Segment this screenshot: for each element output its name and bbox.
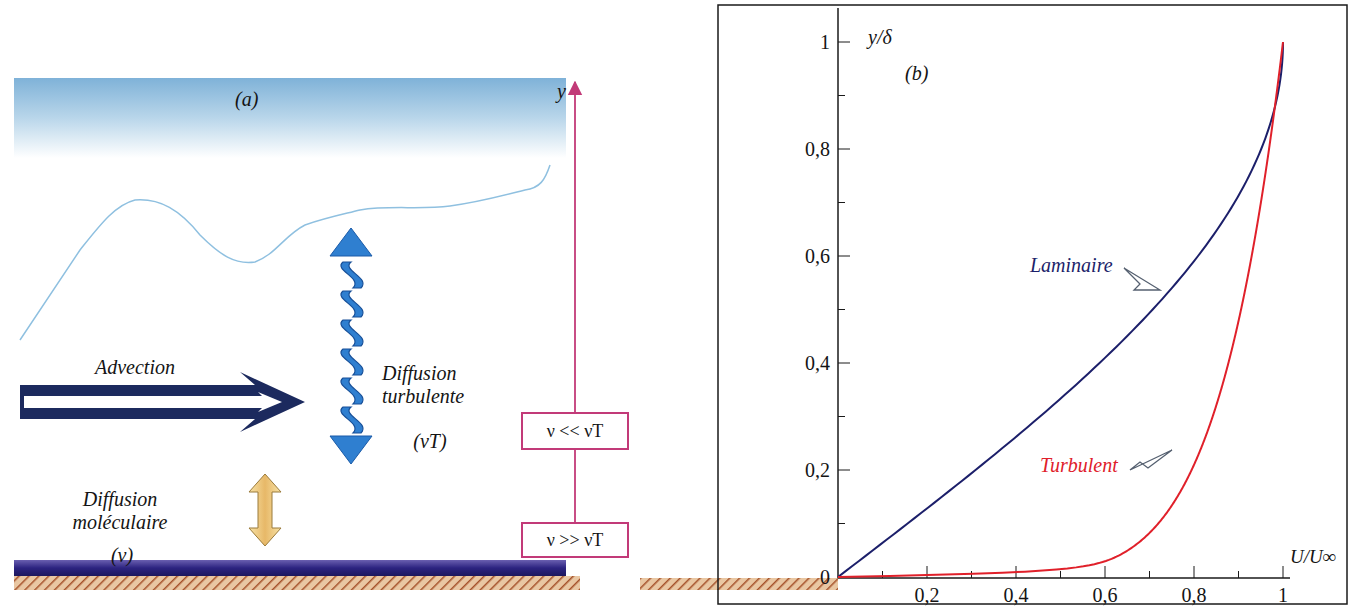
tick — [838, 470, 850, 471]
tick — [838, 42, 850, 43]
figure-label: (ν) — [111, 544, 133, 567]
turbulent-arrow-head — [330, 228, 372, 256]
figure-label: 0,8 — [805, 138, 830, 161]
regime-box: ν >> νT — [521, 522, 629, 558]
y-axis-arrow — [574, 82, 576, 412]
tick — [1149, 571, 1150, 578]
tick — [1283, 566, 1284, 578]
turbulent-eddy — [341, 262, 363, 288]
tick — [838, 149, 850, 150]
tick — [1238, 571, 1239, 578]
turbulent-eddy — [341, 378, 363, 404]
figure-label: 1 — [1278, 584, 1288, 607]
figure-label: Diffusion moléculaire — [57, 488, 183, 534]
figure-label: Advection — [95, 356, 175, 379]
tick — [1194, 566, 1195, 578]
figure-label: (a) — [235, 88, 258, 111]
figure-label: Diffusion turbulente — [382, 362, 494, 408]
figure-label: 0,2 — [805, 459, 830, 482]
figure-label: Turbulent — [1040, 454, 1118, 477]
label-pointer — [1130, 450, 1172, 470]
axis-connector — [574, 450, 576, 522]
boundary-layer-edge — [20, 165, 550, 340]
figure-label: 0,8 — [1182, 584, 1207, 607]
regime-text: ν << νT — [547, 421, 604, 442]
wall-plate — [14, 560, 566, 576]
axis-ticks — [838, 42, 1283, 578]
tick — [838, 202, 845, 203]
y-axis — [837, 8, 839, 578]
figure-label: 0,4 — [805, 352, 830, 375]
turbulent-eddy — [341, 349, 363, 375]
chart-frame — [718, 5, 1347, 604]
x-axis — [838, 577, 1290, 579]
free-stream-band — [14, 78, 566, 158]
advection-arrow — [20, 372, 305, 432]
figure-label: 0,4 — [1004, 584, 1029, 607]
tick — [1060, 571, 1061, 578]
laminar-profile — [838, 42, 1283, 577]
turbulent-diffusion-column — [341, 262, 363, 433]
figure-label: 1 — [820, 31, 830, 54]
regime-text: ν >> νT — [547, 530, 604, 551]
figure-label: 0 — [820, 566, 830, 589]
figure-label: (νT) — [413, 430, 446, 453]
figure-label: 0,2 — [915, 584, 940, 607]
turbulent-profile — [838, 42, 1283, 577]
tick — [838, 523, 845, 524]
turbulent-arrow-head — [330, 436, 372, 464]
tick — [838, 416, 845, 417]
turbulent-eddy — [341, 407, 363, 433]
tick — [838, 95, 845, 96]
tick — [838, 309, 845, 310]
figure-label: y — [557, 80, 566, 103]
figure-label: (b) — [905, 62, 928, 85]
ground-hatch — [14, 576, 580, 590]
turbulent-eddy — [341, 320, 363, 346]
tick — [838, 363, 850, 364]
ground-hatch — [640, 578, 838, 590]
figure-label: 0,6 — [1093, 584, 1118, 607]
figure-label: y/δ — [868, 26, 892, 49]
figure-label: 0,6 — [805, 245, 830, 268]
tick — [927, 566, 928, 578]
regime-box: ν << νT — [521, 412, 629, 450]
label-pointer — [1124, 268, 1160, 290]
turbulent-eddy — [341, 291, 363, 317]
figure-label: U/U∞ — [1290, 546, 1336, 568]
molecular-diffusion-arrow — [249, 474, 281, 546]
figure-label: Laminaire — [1030, 254, 1113, 277]
advection-arrow-stripe — [24, 392, 282, 412]
tick — [1105, 566, 1106, 578]
tick — [838, 256, 850, 257]
